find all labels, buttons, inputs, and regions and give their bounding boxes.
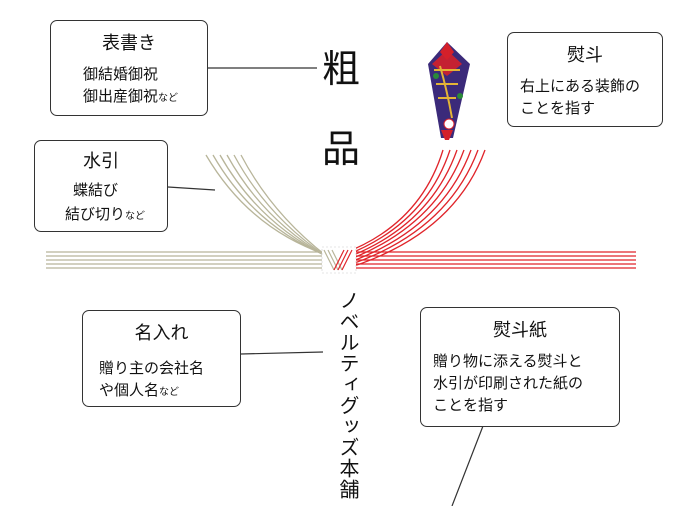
- mizuhiki-left-curves: [205, 154, 341, 267]
- mizuhiki-left-bands: [46, 251, 330, 269]
- connector-noshigami: [451, 425, 484, 506]
- connector-naire: [240, 351, 324, 355]
- mizuhiki-right-bands: [346, 251, 636, 269]
- noshigami-box: 熨斗紙 贈り物に添える熨斗と 水引が印刷された紙の ことを指す: [420, 307, 620, 427]
- mizuhiki-title: 水引: [83, 151, 119, 172]
- omotegaki-line1: 御結婚御祝: [83, 65, 159, 83]
- naire-line1: 贈り主の会社名: [99, 359, 205, 377]
- noshigami-title: 熨斗紙: [493, 320, 547, 341]
- noshigami-line2: 水引が印刷された紙の: [433, 374, 584, 392]
- omotegaki-line2: 御出産御祝など: [83, 87, 179, 105]
- omotegaki-title: 表書き: [102, 33, 156, 54]
- mizuhiki-line1: 蝶結び: [73, 181, 119, 199]
- naire-line2: や個人名など: [99, 381, 180, 399]
- noshigami-line1: 贈り物に添える熨斗と: [433, 352, 583, 370]
- title-char-2: 品: [322, 127, 361, 171]
- noshi-line2: ことを指す: [520, 99, 596, 117]
- naire-box: 名入れ 贈り主の会社名 や個人名など: [82, 310, 241, 407]
- mizuhiki-knot: [321, 246, 357, 274]
- omotegaki-box: 表書き 御結婚御祝 御出産御祝など: [50, 20, 208, 116]
- noshi-ornament: [428, 42, 470, 140]
- connector-mizuhiki: [167, 186, 216, 191]
- mizuhiki-line2: 結び切りなど: [65, 205, 146, 223]
- noshi-line1: 右上にある装飾の: [520, 77, 641, 95]
- title-char-1: 粗: [322, 47, 361, 91]
- mizuhiki-right-curves: [341, 149, 486, 267]
- naire-title: 名入れ: [134, 323, 189, 344]
- company-name-vertical: ノベルティグッズ本舗: [336, 290, 360, 500]
- mizuhiki-box: 水引 蝶結び 結び切りなど: [34, 140, 168, 232]
- noshi-box: 熨斗 右上にある装飾の ことを指す: [507, 32, 663, 127]
- noshi-title: 熨斗: [567, 45, 603, 66]
- noshigami-line3: ことを指す: [433, 396, 509, 414]
